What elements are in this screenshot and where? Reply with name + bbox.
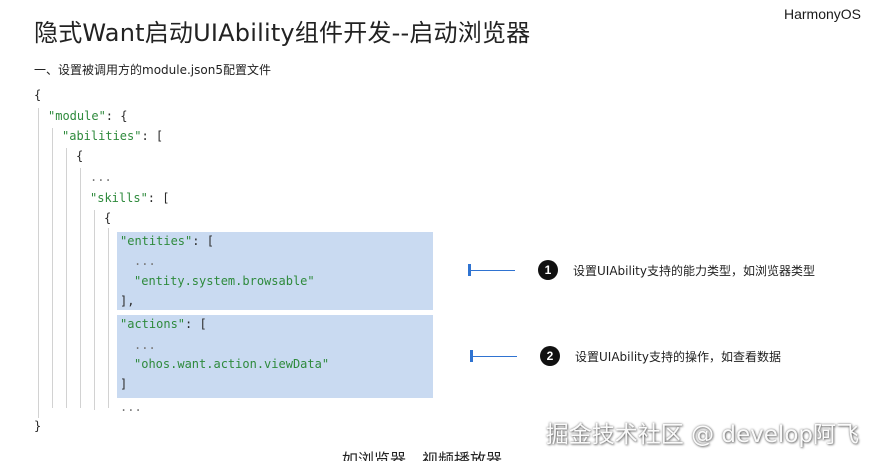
json-punct: : [ [185, 317, 207, 331]
watermark: 掘金技术社区 @ develop阿飞 [545, 422, 859, 448]
indent-guide [66, 148, 67, 408]
callout-connector [473, 356, 517, 357]
code-line: "skills": [ [90, 188, 169, 208]
callout-number-badge: 1 [538, 260, 558, 280]
entities-highlight [117, 232, 433, 310]
json-punct: : [ [192, 234, 214, 248]
json-key: "skills" [90, 191, 148, 205]
json-key: "module" [48, 109, 106, 123]
code-line: "module": { [48, 106, 127, 126]
json-punct: : [ [141, 129, 164, 143]
code-line: ... [120, 400, 142, 414]
json-key: "entities" [120, 234, 193, 248]
code-line: ... [134, 254, 156, 268]
callout-marker [470, 350, 473, 362]
code-line: ] [120, 377, 128, 391]
indent-guide [38, 108, 39, 418]
indent-guide [52, 128, 53, 408]
callout-text: 设置UIAbility支持的能力类型，如浏览器类型 [573, 264, 815, 278]
page-title: 隐式Want启动UIAbility组件开发--启动浏览器 [34, 19, 531, 47]
json-punct: : { [105, 109, 128, 123]
indent-guide [108, 228, 109, 408]
code-line: ... [90, 170, 112, 184]
callout-connector [471, 270, 515, 271]
actions-highlight [117, 315, 433, 398]
code-line: { [104, 211, 112, 225]
code-line: "entity.system.browsable" [134, 274, 315, 288]
json-key: "abilities" [62, 129, 142, 143]
harmonyos-logo: HarmonyOS [783, 6, 861, 22]
json-key: "actions" [120, 317, 186, 331]
code-line: "ohos.want.action.viewData" [134, 357, 330, 371]
code-line: ... [134, 338, 156, 352]
callout-number-badge: 2 [540, 346, 560, 366]
code-line: { [34, 88, 42, 102]
code-line: "entities": [ [120, 231, 214, 251]
indent-guide [80, 168, 81, 408]
code-line: { [76, 149, 84, 163]
code-line: "abilities": [ [62, 126, 163, 146]
code-line: } [34, 419, 42, 433]
section-heading: 一、设置被调用方的module.json5配置文件 [34, 63, 271, 77]
video-subtitle: 如浏览器、视频播放器 [342, 450, 503, 461]
callout-text: 设置UIAbility支持的操作，如查看数据 [575, 350, 781, 364]
code-line: "actions": [ [120, 314, 207, 334]
code-line: ], [120, 294, 135, 308]
json-punct: : [ [147, 191, 170, 205]
callout-marker [468, 264, 471, 276]
indent-guide [94, 210, 95, 410]
